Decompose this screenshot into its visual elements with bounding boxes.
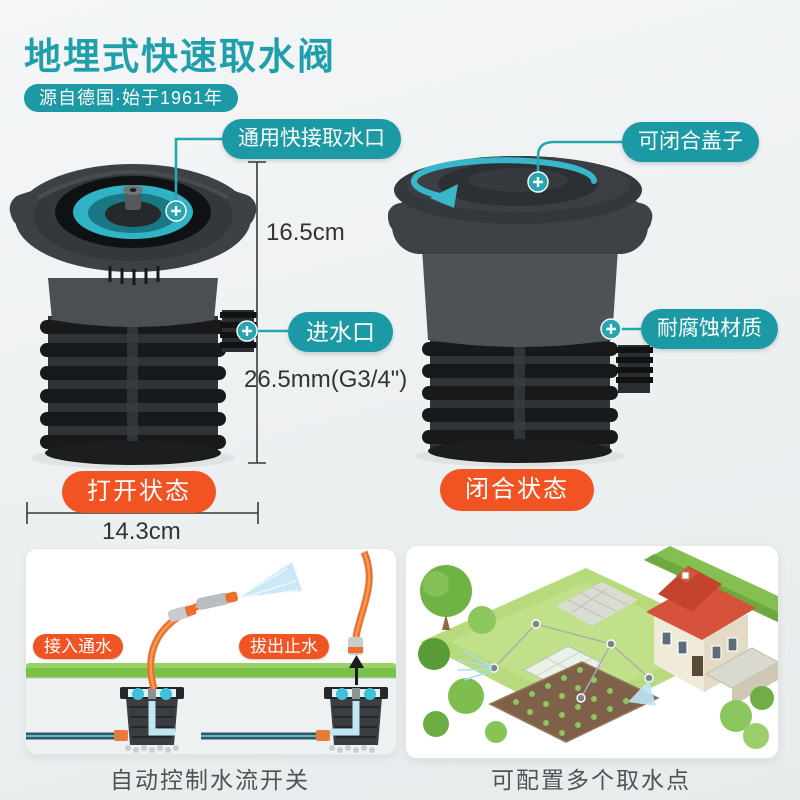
buried-valve-connected — [120, 687, 184, 753]
rotate-arrow-icon — [411, 157, 597, 201]
usage-illustration-panel: 接入通水 拔出止水 — [25, 548, 397, 755]
callout-closable-lid: 可闭合盖子 — [622, 122, 759, 162]
pull-up-arrow-icon — [349, 655, 364, 685]
garden-illustration-panel — [405, 545, 779, 759]
garden-hose-pulled — [348, 550, 373, 685]
buried-valve-stopped — [324, 687, 388, 753]
water-point-network — [457, 619, 656, 706]
material-plus-icon — [600, 318, 622, 340]
callout-corrosion-resistant: 耐腐蚀材质 — [641, 309, 778, 349]
lid-plus-icon — [527, 171, 549, 193]
height-dimension-label: 16.5cm — [266, 219, 345, 246]
width-dimension-line — [26, 502, 259, 524]
closed-valve-illustration — [388, 156, 653, 467]
water-pipe — [26, 730, 330, 741]
width-dimension-label: 14.3cm — [102, 518, 181, 545]
annotation-overlay — [26, 137, 641, 524]
pull-stop-label: 拔出止水 — [239, 634, 329, 659]
callout-universal-outlet: 通用快接取水口 — [222, 119, 401, 159]
house — [646, 566, 756, 692]
callout-water-inlet: 进水口 — [288, 312, 393, 352]
garden-hose-connected — [147, 562, 302, 690]
page-title: 地埋式快速取水阀 — [24, 36, 336, 77]
garden-illustration — [418, 546, 778, 749]
origin-badge: 源自德国·始于1961年 — [24, 84, 239, 112]
connect-flow-label: 接入通水 — [33, 634, 123, 659]
vegetable-patch — [488, 661, 660, 743]
closed-state-badge: 闭合状态 — [440, 469, 594, 511]
height-dimension-line — [248, 161, 266, 464]
trees — [418, 565, 774, 749]
usage-illustration — [26, 550, 396, 754]
open-state-badge: 打开状态 — [62, 471, 216, 513]
spray-nozzle — [196, 591, 238, 610]
usage-caption: 自动控制水流开关 — [110, 767, 310, 793]
garden-caption: 可配置多个取水点 — [491, 767, 691, 793]
plus-marker-icons — [165, 171, 622, 342]
outlet-callout-line — [174, 137, 222, 201]
inlet-plus-icon — [236, 320, 258, 342]
garage — [704, 647, 778, 706]
open-valve-illustration — [9, 164, 257, 469]
inlet-dimension-label: 26.5mm(G3/4") — [244, 366, 408, 393]
outlet-plus-icon — [165, 200, 187, 222]
lid-callout-line — [536, 140, 622, 172]
